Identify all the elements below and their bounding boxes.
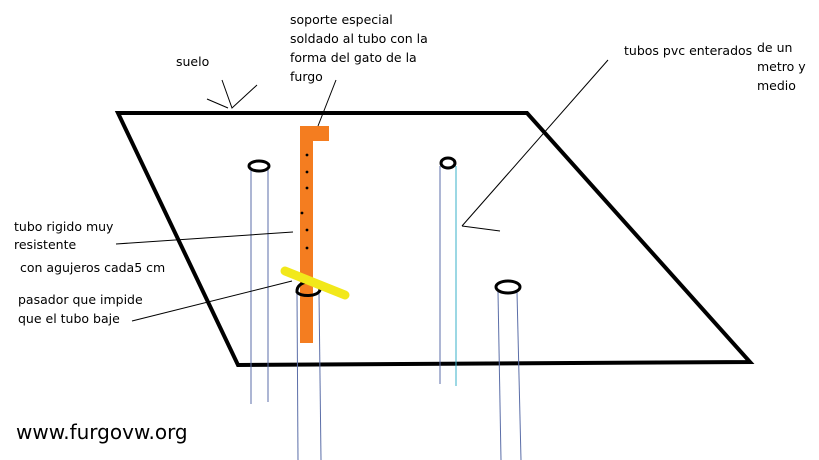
rigid-support-tube bbox=[300, 126, 329, 343]
label-agujeros: con agujeros cada5 cm bbox=[20, 260, 165, 275]
label-tubos-len-3: medio bbox=[757, 78, 796, 93]
label-tubos-len-1: de un bbox=[757, 40, 792, 55]
pointer-lines bbox=[115, 59, 609, 322]
label-suelo: suelo bbox=[176, 54, 209, 69]
watermark: www.furgovw.org bbox=[16, 420, 188, 444]
floor-plate bbox=[114, 111, 755, 368]
pvc-tube-back-right bbox=[439, 156, 457, 386]
label-soporte-2: soldado al tubo con la bbox=[290, 31, 428, 46]
pvc-tube-front-left bbox=[296, 292, 322, 460]
label-soporte-1: soporte especial bbox=[290, 12, 393, 27]
label-tubos-pvc: tubos pvc enterados bbox=[624, 43, 752, 58]
locking-pin bbox=[280, 266, 350, 300]
pvc-tube-back-left bbox=[247, 159, 271, 404]
label-soporte-4: furgo bbox=[290, 69, 323, 84]
label-pasador-2: que el tubo baje bbox=[18, 311, 120, 326]
label-tubo-rigido-1: tubo rigido muy bbox=[14, 219, 114, 234]
label-tubos-len-2: metro y bbox=[757, 59, 806, 74]
pvc-tube-front-right bbox=[494, 279, 522, 460]
label-pasador-1: pasador que impide bbox=[18, 292, 143, 307]
label-soporte-3: forma del gato de la bbox=[290, 50, 417, 65]
front-tube-opening bbox=[295, 280, 322, 297]
label-tubo-rigido-2: resistente bbox=[14, 237, 76, 252]
support-holes bbox=[300, 153, 309, 250]
